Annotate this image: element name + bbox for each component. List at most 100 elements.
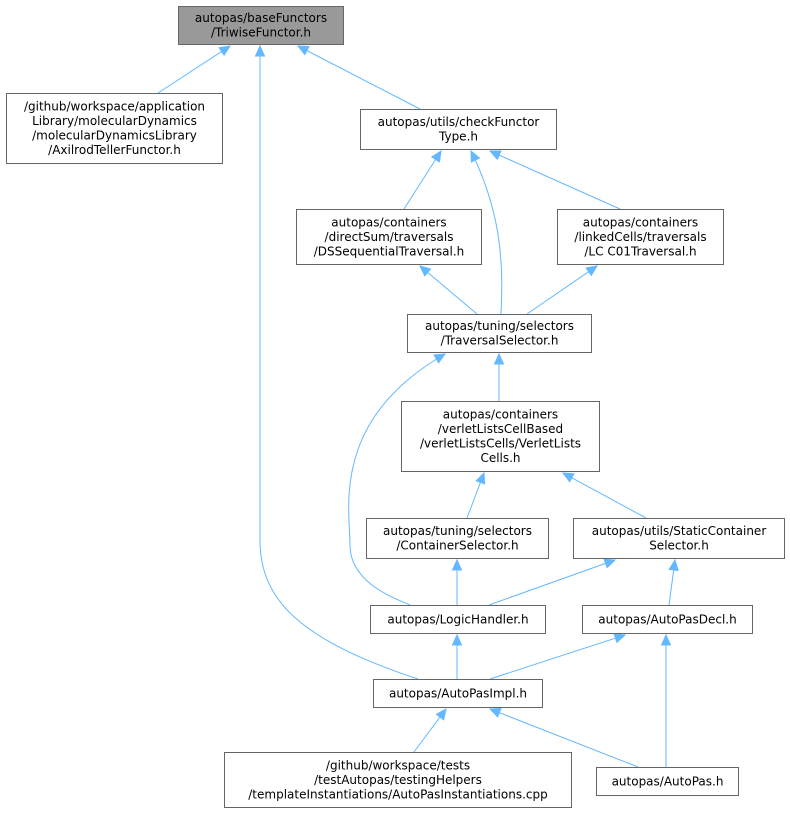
node-label-line: Cells.h xyxy=(480,451,520,465)
node-n6[interactable]: autopas/containers/verletListsCellBased/… xyxy=(401,401,600,472)
edge-line xyxy=(488,562,607,606)
edge-arrowhead xyxy=(668,558,679,572)
node-box[interactable] xyxy=(573,518,785,559)
edge-n7-n9 xyxy=(451,558,463,605)
node-label-line: Library/molecularDynamics xyxy=(32,114,197,128)
node-label-line: /AxilrodTellerFunctor.h xyxy=(48,143,181,157)
node-n4[interactable]: autopas/containers/linkedCells/traversal… xyxy=(557,209,724,265)
node-n0[interactable]: autopas/baseFunctors/TriwiseFunctor.h xyxy=(178,6,344,45)
edge-arrowhead xyxy=(433,353,447,364)
edge-arrowhead xyxy=(603,558,617,569)
edges-layer xyxy=(157,44,679,768)
edge-arrowhead xyxy=(451,633,463,646)
node-label-line: /directSum/traversals xyxy=(325,230,454,244)
node-label-line: /ContainerSelector.h xyxy=(396,539,518,553)
edge-line xyxy=(498,154,621,210)
node-label-line: autopas/containers xyxy=(331,215,446,229)
root-node-box[interactable] xyxy=(178,6,344,45)
edge-line xyxy=(403,158,437,210)
node-n10[interactable]: autopas/AutoPasDecl.h xyxy=(582,605,753,634)
node-label-line: autopas/containers xyxy=(443,408,558,422)
node-box[interactable] xyxy=(6,93,223,164)
node-box[interactable] xyxy=(224,752,572,808)
node-label-line: autopas/utils/StaticContainer xyxy=(592,524,767,538)
edge-arrowhead xyxy=(254,44,266,57)
edge-n4-n5 xyxy=(526,265,599,315)
edge-arrowhead xyxy=(585,265,599,277)
edge-line xyxy=(305,49,421,110)
node-label-line: /LC C01Traversal.h xyxy=(584,244,696,258)
node-box[interactable] xyxy=(370,605,546,634)
node-box[interactable] xyxy=(296,209,482,265)
node-label-line: Type.h xyxy=(438,130,478,144)
edge-line xyxy=(498,711,639,768)
edge-n2-n3 xyxy=(403,149,442,210)
node-label-line: /github/workspace/application xyxy=(24,100,205,114)
node-label-line: /verletListsCellBased xyxy=(438,422,563,436)
node-label-line: /linkedCells/traversals xyxy=(574,230,706,244)
edge-arrowhead xyxy=(419,265,432,277)
node-n11[interactable]: autopas/AutoPasImpl.h xyxy=(373,679,543,708)
edge-line xyxy=(413,715,442,753)
node-n5[interactable]: autopas/tuning/selectors/TraversalSelect… xyxy=(407,314,592,353)
edge-n0-n1 xyxy=(157,45,232,94)
edge-arrowhead xyxy=(561,472,575,483)
edge-n10-n11 xyxy=(489,633,627,680)
node-n7[interactable]: autopas/tuning/selectors/ContainerSelect… xyxy=(366,518,549,559)
edge-n2-n4 xyxy=(488,150,621,210)
edge-line xyxy=(259,46,419,680)
edge-arrowhead xyxy=(430,149,442,163)
node-box[interactable] xyxy=(373,679,543,708)
node-label-line: /DSSequentialTraversal.h xyxy=(314,244,464,258)
node-n1[interactable]: /github/workspace/applicationLibrary/mol… xyxy=(6,93,223,164)
edge-line xyxy=(470,150,503,315)
edge-n5-n6 xyxy=(493,352,505,401)
edge-n6-n8 xyxy=(561,472,647,519)
edge-n11-n12 xyxy=(413,708,447,753)
edge-n9-n11 xyxy=(451,633,463,679)
edge-arrowhead xyxy=(493,352,505,365)
edge-n11-n13 xyxy=(488,707,639,768)
node-label-line: Selector.h xyxy=(649,539,709,553)
edge-arrowhead xyxy=(470,149,481,163)
node-box[interactable] xyxy=(582,605,753,634)
edge-n10-n13 xyxy=(660,633,672,767)
node-label-line: /TriwiseFunctor.h xyxy=(211,26,311,40)
node-box[interactable] xyxy=(360,109,557,150)
edge-line xyxy=(526,270,590,315)
edge-n8-n10 xyxy=(668,558,679,606)
edge-n0-n11 xyxy=(254,44,419,680)
edge-line xyxy=(466,481,482,519)
node-n12[interactable]: /github/workspace/tests/testAutopas/test… xyxy=(224,752,572,808)
edge-line xyxy=(426,271,478,315)
node-label-line: /github/workspace/tests xyxy=(326,758,470,772)
node-label-line: autopas/AutoPasDecl.h xyxy=(598,612,736,626)
edge-arrowhead xyxy=(435,708,447,721)
node-box[interactable] xyxy=(401,401,600,472)
nodes-layer: autopas/baseFunctors/TriwiseFunctor.h/gi… xyxy=(6,6,785,808)
node-box[interactable] xyxy=(407,314,592,353)
node-label-line: autopas/utils/checkFunctor xyxy=(378,115,540,129)
node-n9[interactable]: autopas/LogicHandler.h xyxy=(370,605,546,634)
node-n3[interactable]: autopas/containers/directSum/traversals/… xyxy=(296,209,482,265)
node-box[interactable] xyxy=(366,518,549,559)
edge-n3-n5 xyxy=(419,265,478,315)
edge-arrowhead xyxy=(488,707,502,718)
node-n13[interactable]: autopas/AutoPas.h xyxy=(596,767,739,796)
node-label-line: autopas/LogicHandler.h xyxy=(387,612,528,626)
node-label-line: autopas/AutoPasImpl.h xyxy=(389,686,527,700)
edge-arrowhead xyxy=(218,45,232,57)
edge-arrowhead xyxy=(296,45,310,56)
node-label-line: /TraversalSelector.h xyxy=(441,334,559,348)
node-box[interactable] xyxy=(596,767,739,796)
edge-line xyxy=(489,637,617,680)
node-label-line: autopas/baseFunctors xyxy=(195,11,327,25)
node-label-line: autopas/tuning/selectors xyxy=(425,319,574,333)
edge-arrowhead xyxy=(451,558,463,571)
node-box[interactable] xyxy=(557,209,724,265)
edge-line xyxy=(570,476,647,519)
edge-n2-n5 xyxy=(470,149,503,315)
